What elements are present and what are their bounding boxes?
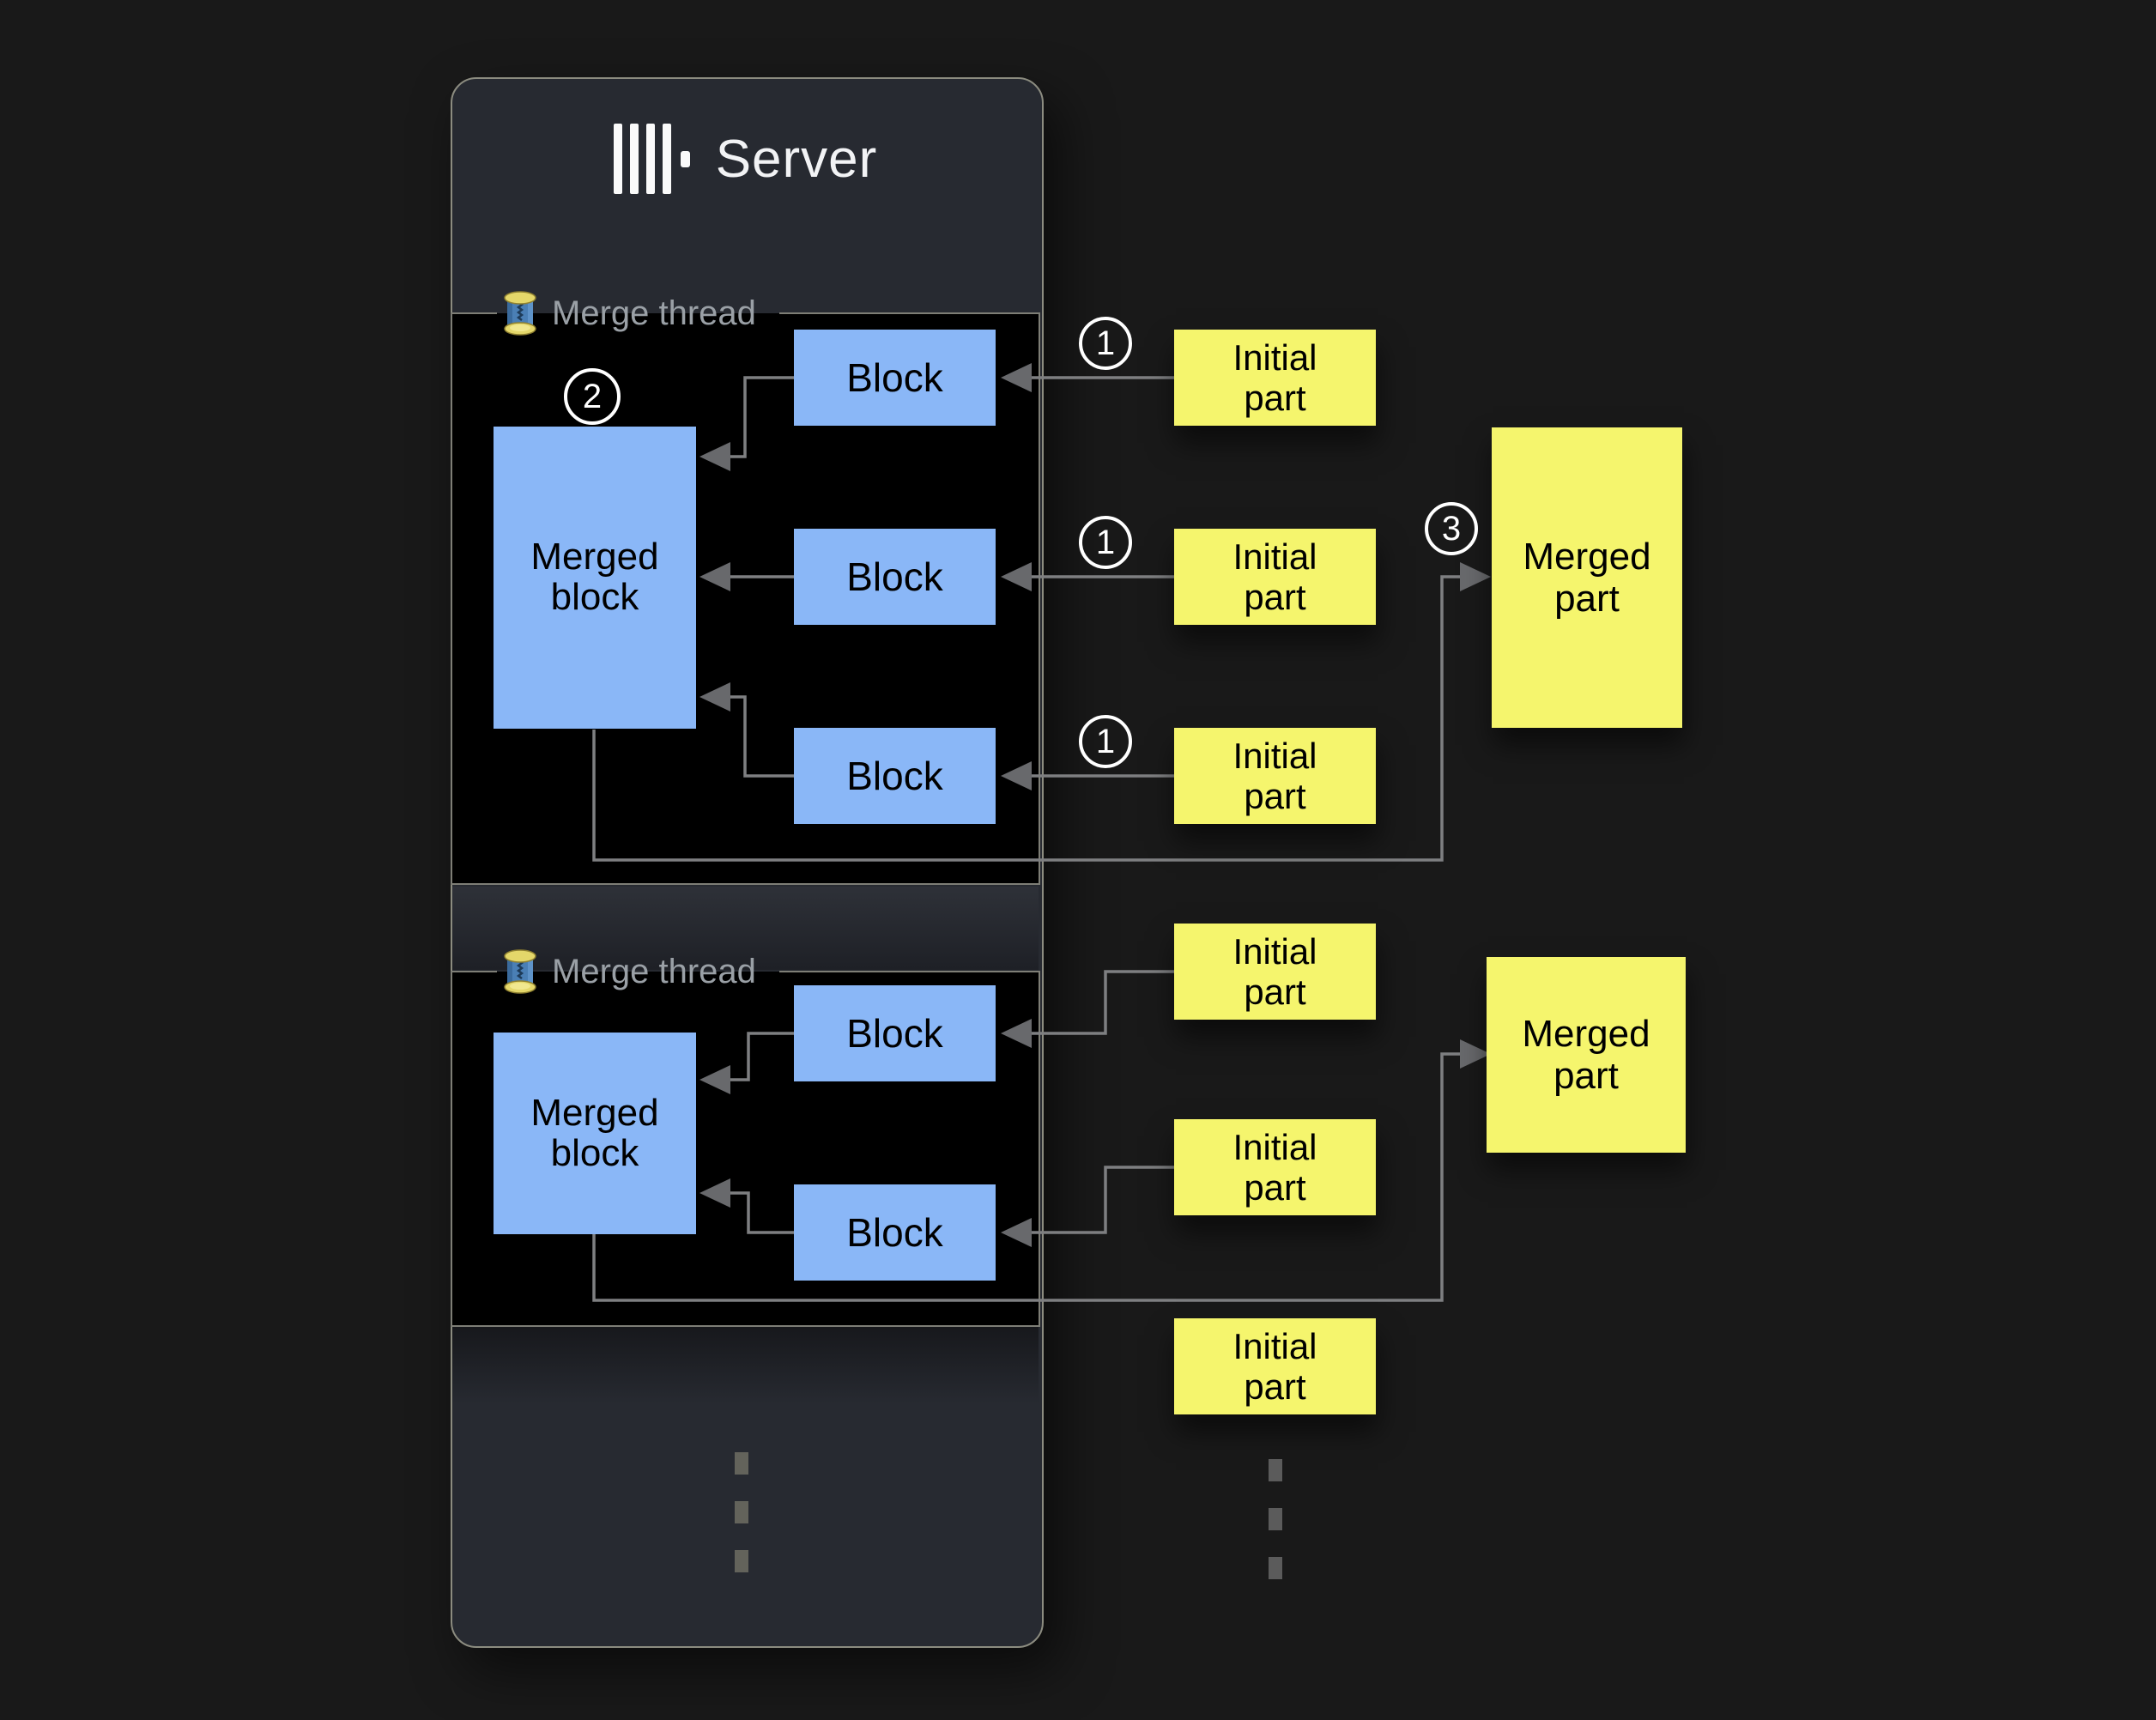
merge-thread-box-1-border	[779, 312, 1040, 314]
ellipsis-dot	[735, 1501, 748, 1523]
server-title: Server	[715, 129, 878, 189]
block: Block	[794, 985, 996, 1081]
logo-bar	[613, 124, 622, 194]
block: Block	[794, 529, 996, 625]
block: Block	[794, 330, 996, 426]
ellipsis-dot	[1269, 1508, 1282, 1530]
initial-part: Initial part	[1174, 924, 1376, 1020]
logo-bar	[645, 124, 655, 194]
ellipsis-dot	[735, 1452, 748, 1475]
merge-thread-label-text: Merge thread	[552, 952, 756, 990]
step-badge-1: 1	[1079, 715, 1132, 768]
step-badge-2: 2	[564, 368, 621, 425]
merge-thread-box-1-border	[451, 312, 497, 314]
merge-thread-label-text: Merge thread	[552, 294, 756, 332]
logo-bar	[662, 124, 671, 194]
initial-part: Initial part	[1174, 728, 1376, 824]
panel-bottom-shade	[452, 1327, 1039, 1473]
block: Block	[794, 728, 996, 824]
arrowhead	[1460, 562, 1491, 591]
merged-block: Merged block	[494, 1033, 696, 1234]
merge-thread-box-2-border	[451, 971, 497, 972]
merged-block: Merged block	[494, 427, 696, 729]
block: Block	[794, 1184, 996, 1281]
merged-part: Merged part	[1492, 427, 1682, 728]
thread-spool-icon	[504, 291, 536, 336]
initial-part: Initial part	[1174, 529, 1376, 625]
server-header: Server	[451, 105, 1040, 213]
merge-thread-label-1: Merge thread	[500, 289, 756, 337]
clickhouse-logo-icon	[613, 124, 690, 194]
merge-thread-label-2: Merge thread	[500, 948, 756, 996]
logo-bar-short	[680, 150, 690, 167]
initial-part: Initial part	[1174, 1119, 1376, 1215]
step-badge-1: 1	[1079, 317, 1132, 370]
merged-part: Merged part	[1487, 957, 1686, 1153]
thread-spool-icon	[504, 949, 536, 994]
logo-bar	[629, 124, 639, 194]
merge-thread-box-2-border	[779, 971, 1040, 972]
step-badge-1: 1	[1079, 516, 1132, 569]
initial-part: Initial part	[1174, 330, 1376, 426]
ellipsis-dot	[735, 1550, 748, 1572]
step-badge-3: 3	[1425, 502, 1478, 555]
ellipsis-dot	[1269, 1557, 1282, 1579]
ellipsis-dot	[1269, 1459, 1282, 1481]
panel-gap-shade	[452, 887, 1039, 970]
initial-part: Initial part	[1174, 1318, 1376, 1414]
